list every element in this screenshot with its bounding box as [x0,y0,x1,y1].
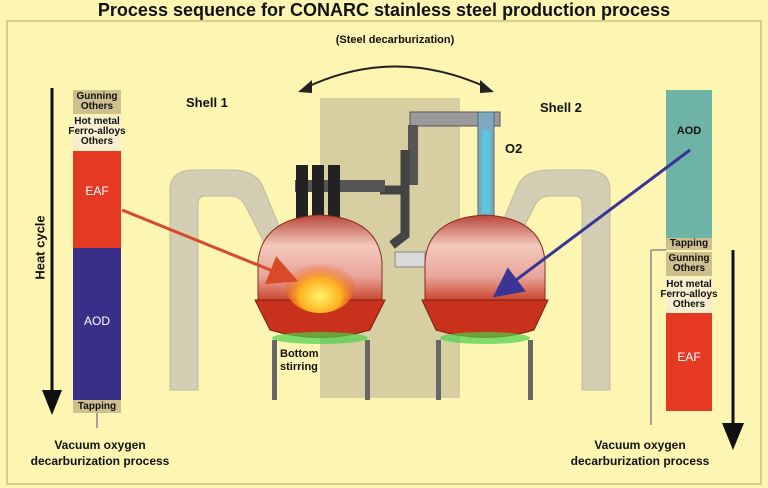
right-gunning-box: Gunning Others [666,254,712,274]
left-hotmetal-box: Hot metal Ferro-alloys Others [65,117,129,147]
left-gunning-box: Gunning Others [73,92,121,112]
frame [6,20,762,485]
shell2-label: Shell 2 [540,100,582,115]
right-caption-line1: Vacuum oxygen [594,438,686,452]
aod-pointer-arrow [492,148,691,298]
swap-arc [304,65,489,89]
eaf-pointer-arrow [121,208,299,285]
swap-arc-head-right [480,80,494,93]
left-eaf-label: EAF [85,184,109,198]
left-others-text: Others [80,136,114,147]
right-column-bars [650,90,712,425]
left-gunning-others-text: Others [80,101,114,112]
left-caption-line1: Vacuum oxygen [54,438,146,452]
left-gunning-text: Gunning [76,91,118,102]
left-ferroalloys-text: Ferro-alloys [68,126,126,137]
shell1-label: Shell 1 [186,95,228,110]
shell2-vessel [421,214,549,400]
swap-arc-head-left [298,80,312,93]
heat-cycle-label: Heat cycle [32,215,48,280]
right-tapping-label: Tapping [669,238,709,249]
right-hotmetal-text: Hot metal [666,279,712,290]
left-hotmetal-text: Hot metal [74,116,120,127]
left-caption-line2: decarburization process [30,454,170,468]
bottom-stirring-line2: stirring [280,361,318,373]
left-aod-label: AOD [83,314,110,328]
right-caption: Vacuum oxygen decarburization process [555,437,725,469]
left-column-bars [73,90,121,428]
left-tapping-label: Tapping [77,401,117,412]
right-ferroalloys-text: Ferro-alloys [660,289,718,300]
page-title: Process sequence for CONARC stainless st… [97,0,671,20]
left-caption: Vacuum oxygen decarburization process [20,437,180,469]
right-cycle-arrow-head [722,423,744,450]
o2-label: O2 [505,141,523,156]
heat-cycle-arrow-head [42,390,62,415]
bottom-stirring-line1: Bottom [280,348,319,360]
right-gunning-others-text: Others [672,263,706,274]
right-caption-line2: decarburization process [570,454,710,468]
right-others-text: Others [672,299,706,310]
right-hotmetal-box: Hot metal Ferro-alloys Others [656,280,722,310]
right-eaf-label: EAF [677,350,701,364]
center-top-label: (Steel decarburization) [335,34,455,46]
right-aod-label: AOD [676,125,702,137]
bottom-stirring-label: Bottom stirring [280,348,319,374]
right-gunning-text: Gunning [668,253,710,264]
